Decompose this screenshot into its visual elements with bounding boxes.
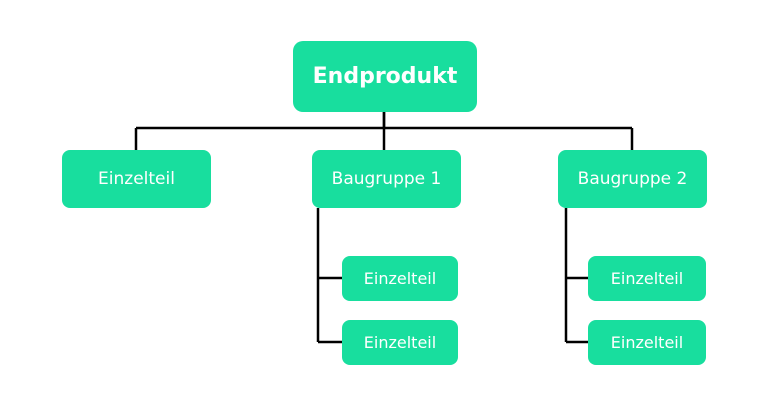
node-baugruppe-1: Baugruppe 1 xyxy=(312,150,461,208)
node-einzelteil: Einzelteil xyxy=(62,150,211,208)
node-baugruppe-2-einzelteil-2: Einzelteil xyxy=(588,320,706,365)
node-endprodukt: Endprodukt xyxy=(293,41,477,112)
node-baugruppe-1-einzelteil-2: Einzelteil xyxy=(342,320,458,365)
node-baugruppe-2: Baugruppe 2 xyxy=(558,150,707,208)
node-baugruppe-1-einzelteil-1: Einzelteil xyxy=(342,256,458,301)
node-baugruppe-2-einzelteil-1: Einzelteil xyxy=(588,256,706,301)
